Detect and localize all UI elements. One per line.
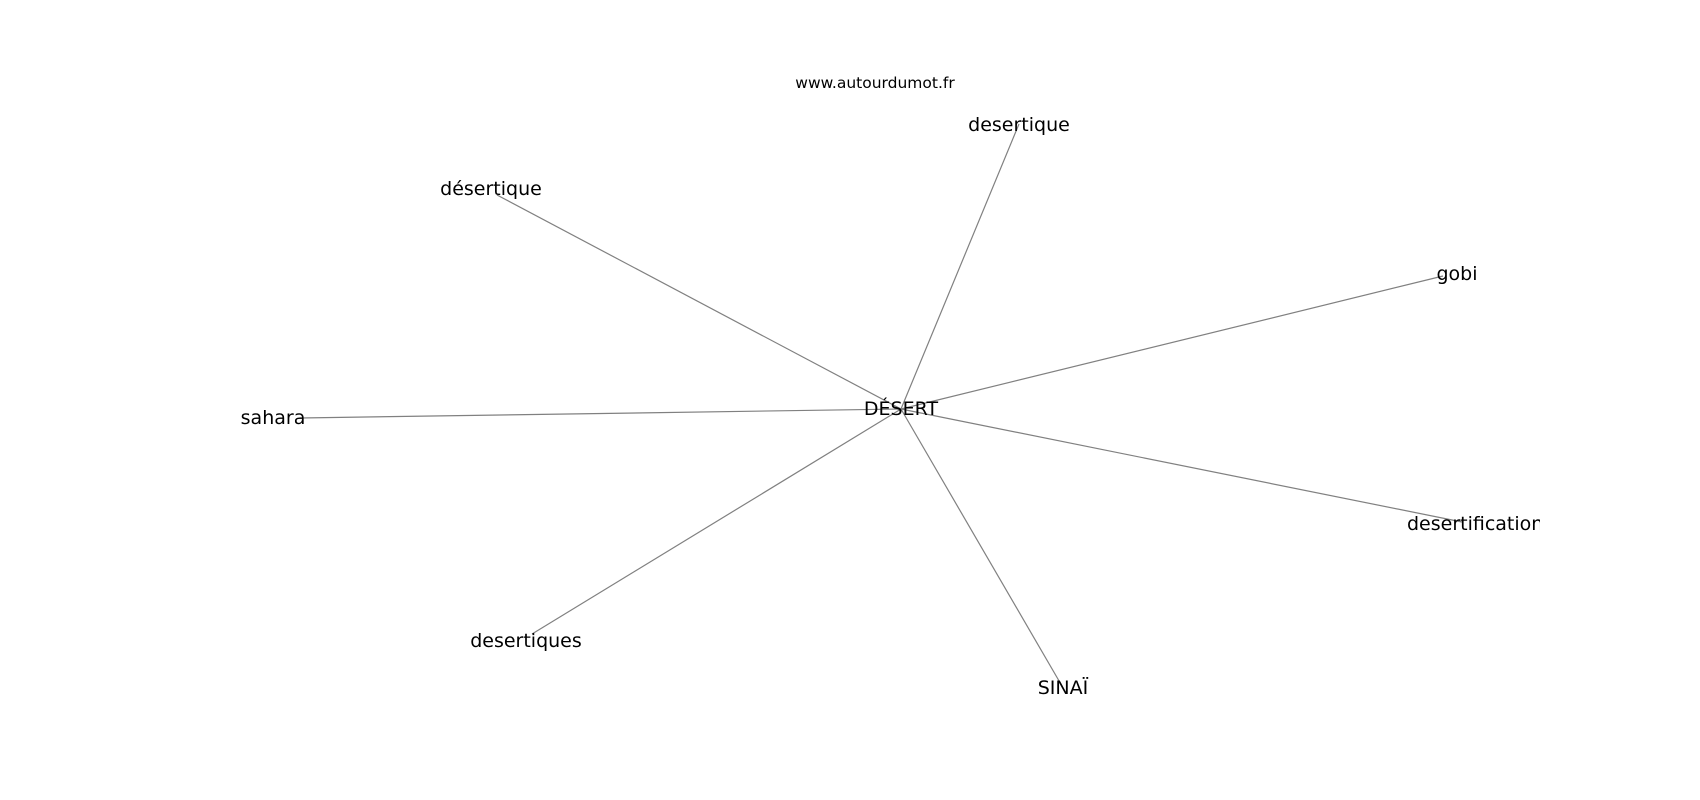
edge-sinai [900, 408, 1063, 687]
node-label-desertique: desertique [968, 114, 1070, 136]
edge-desertification [900, 408, 1463, 523]
node-layer: DÉSERT desertique désertique gobi sahara dese… [241, 114, 1543, 699]
node-label-sahara: sahara [241, 407, 306, 429]
edge-desertique-accent [496, 194, 902, 410]
node-label-sinai: SINAÏ [1038, 676, 1089, 699]
edge-layer [299, 123, 1463, 687]
edge-desertique [900, 123, 1020, 410]
center-node-label: DÉSERT [864, 397, 939, 420]
edge-desertiques [531, 408, 902, 635]
edge-sahara [299, 408, 902, 419]
edge-gobi [900, 275, 1444, 410]
node-label-gobi: gobi [1436, 263, 1477, 285]
node-label-desertique-accent: désertique [440, 178, 542, 200]
node-label-desertification: desertification [1407, 513, 1543, 535]
source-url: www.autourdumot.fr [795, 74, 955, 92]
node-label-desertiques: desertiques [470, 630, 582, 652]
